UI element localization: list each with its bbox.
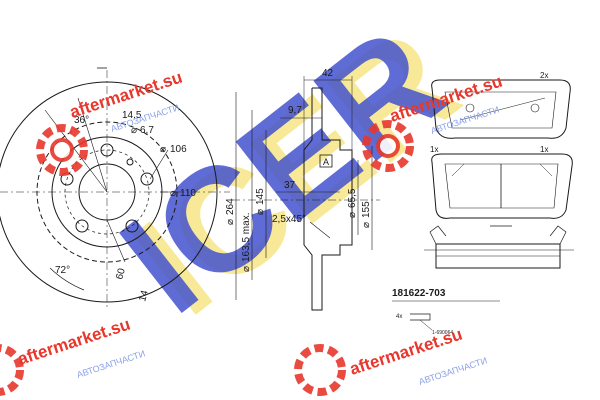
label-dim-42: 42 [322,68,334,79]
label-dim-37: 37 [284,180,296,191]
pad-middle-chamfer [539,163,553,177]
label-dim-145: 145 [255,188,266,205]
pad-bottom [435,243,561,269]
pad-top-wear-line [459,97,546,121]
label-dim-9-7: 9,7 [288,105,302,116]
watermark-brand: ICER ICER [92,0,486,346]
bolt-hole [140,172,154,186]
clip-detail-leader [419,319,433,331]
diameter-symbol: ⌀ [361,222,372,228]
label-dim-163-5: 163,5 max. [241,213,252,262]
datum-box [319,154,333,168]
label-angle-36: 36° [74,115,89,126]
angle-ray [77,97,108,193]
label-qty-2x: 2x [540,71,548,80]
label-qty-1x-right: 1x [540,145,548,154]
pad-middle-friction [444,163,559,209]
label-clip-ref: 1-690064 [432,330,453,336]
gear-icon-partial [294,344,346,396]
label-dim-106: 106 [170,144,187,155]
watermark-layer: ICER ICER [92,0,486,346]
angle-ray [44,109,108,193]
label-dim-14: 14 [137,289,151,303]
angle-arc-72 [49,267,85,291]
bolt-hole [125,219,139,233]
diameter-symbol: ⌀ [347,212,358,218]
pad-middle-chamfer [451,163,465,177]
diameter-symbol: ⌀ [255,209,266,215]
pad-top-rivet [530,103,540,113]
label-angle-72: 72° [55,265,70,276]
label-dim-60: 60 [114,267,128,281]
pad-top [431,79,571,139]
part-number: 181622-703 [392,288,446,299]
chamfer-leader [309,221,331,239]
small-hole [126,158,134,166]
leader-60 [106,219,126,263]
diameter-symbol: ⌀ [170,188,176,199]
watermark-subtitle: АВТОЗАПЧАСТИ [76,348,147,380]
watermark-subtitle: АВТОЗАПЧАСТИ [418,355,489,387]
pad-top-rivet [465,103,475,113]
pad-top-inner [444,91,557,129]
diameter-symbol: ⌀ [225,219,236,225]
label-dim-155: 155 [361,201,372,218]
diameter-symbol: ⌀ [131,125,137,136]
label-qty-1x-left: 1x [430,145,438,154]
gear-icon [362,120,414,172]
section-profile [303,87,353,311]
clip-detail [410,313,431,321]
pad-middle [431,153,573,219]
disc-front-view [0,67,230,310]
disc-section-view [232,76,380,311]
diameter-symbol: ⌀ [160,144,166,155]
gear-icon [36,124,88,176]
label-chamfer: 2,5x45° [272,214,306,225]
brake-pads-view [392,79,574,331]
label-datum-a: A [323,157,329,167]
leader-106 [149,149,169,180]
brake-pads-labels: 2x 1x 1x 181622-703 4x 1-690064 [392,71,548,336]
bolt-hole [75,219,89,233]
pad-bottom-clip-left [429,225,447,245]
disc-front-labels: 36° 14,5 6,7 106 110 72° 60 14 ⌀ ⌀ ⌀ [55,110,196,303]
label-dim-65-5: 65,5 [347,188,358,208]
label-dim-14-5: 14,5 [122,110,142,121]
diameter-symbol: ⌀ [241,266,252,272]
gear-icon-partial [0,344,24,396]
label-clip-qty: 4x [396,314,402,320]
disc-section-labels: 42 9,7 37 2,5x45° A 264 163,5 max. 145 6… [225,68,372,272]
label-dim-110: 110 [180,188,196,199]
label-dim-6-7: 6,7 [140,125,154,136]
pad-bottom-clip-right [549,225,567,245]
label-dim-264: 264 [225,198,236,215]
